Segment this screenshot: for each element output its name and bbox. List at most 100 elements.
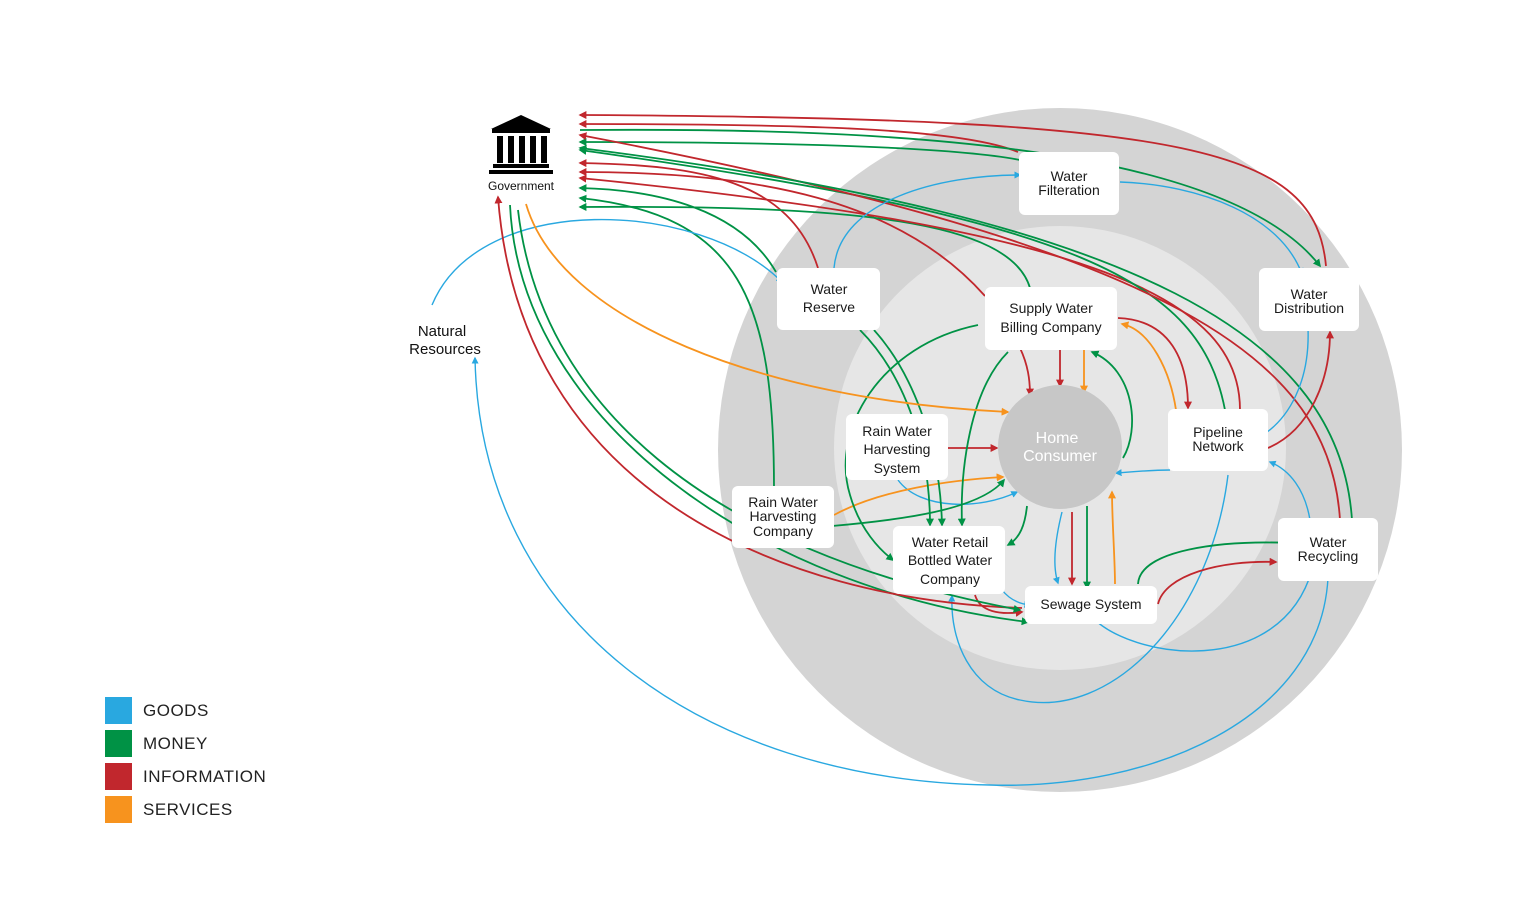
- home-consumer-label-line1: Home: [1036, 430, 1079, 447]
- node-box: [1019, 152, 1119, 215]
- node-label-line: Rain Water: [748, 494, 818, 510]
- flow-goods-recycling-to-pipeline: [1268, 460, 1311, 521]
- node-water-reserve[interactable]: Water Reserve: [777, 268, 880, 330]
- flow-money-pipeline-to-government: [578, 146, 1226, 411]
- node-label-line: Company: [920, 571, 980, 587]
- flow-goods-pipeline-to-retail: [948, 474, 1229, 704]
- legend-label-money: MONEY: [143, 733, 208, 753]
- flow-money-consumer-to-retail-a: [957, 351, 1009, 527]
- node-label-line: Pipeline: [1193, 424, 1243, 440]
- flow-money-consumer-to-retail-b: [1006, 505, 1028, 546]
- flow-money-government-to-distribution: [579, 128, 1321, 268]
- node-water-filteration[interactable]: Water Filteration: [1019, 152, 1119, 215]
- node-label-line: Water: [1051, 168, 1088, 184]
- flow-goods-pipeline-to-consumer: [1114, 469, 1171, 477]
- legend-swatch-information: [105, 763, 132, 790]
- flow-services-government-to-consumer: [525, 203, 1010, 416]
- flow-money-billing-to-government: [578, 202, 1031, 289]
- flow-info-pipeline-to-distribution: [1267, 330, 1334, 449]
- flow-money-reserve-to-government: [578, 184, 777, 273]
- node-supply-water-billing[interactable]: Supply Water Billing Company: [985, 287, 1117, 350]
- node-label-line: Harvesting: [864, 441, 931, 457]
- node-label-line: System: [874, 460, 921, 476]
- node-label-line: Filteration: [1038, 182, 1099, 198]
- flow-money-government-to-sewage: [509, 204, 1030, 626]
- legend-label-information: INFORMATION: [143, 766, 267, 786]
- flow-info-sewage-to-recycling: [1157, 557, 1278, 605]
- node-box: [985, 287, 1117, 350]
- node-rwh-company[interactable]: Rain Water Harvesting Company: [732, 486, 834, 548]
- node-label-line: Sewage System: [1040, 596, 1141, 612]
- node-box: [1025, 586, 1157, 624]
- flow-money-sewage-to-recycling: [1137, 538, 1294, 585]
- node-label-line: Billing Company: [1000, 319, 1101, 335]
- flow-money-rwhcompany-to-consumer: [831, 478, 1006, 527]
- flow-goods-reserve-to-filteration: [833, 171, 1022, 269]
- legend-label-services: SERVICES: [143, 799, 233, 819]
- flow-money-consumer-to-billing: [1090, 350, 1133, 459]
- node-label-line: Water: [1291, 286, 1328, 302]
- node-group: Water Filteration Water Distribution Wat…: [732, 152, 1378, 624]
- flow-info-sewage-to-government: [494, 195, 1023, 609]
- node-water-recycling[interactable]: Water Recycling: [1278, 518, 1378, 581]
- node-label-line: Recycling: [1298, 548, 1359, 564]
- flow-goods-sewage-to-recycling: [1089, 568, 1314, 652]
- flow-arrows: [431, 111, 1353, 786]
- node-box: [1278, 518, 1378, 581]
- flow-money-reserve-to-sewage-b: [873, 329, 946, 527]
- flow-money-reserve-to-sewage-a: [859, 329, 934, 527]
- node-rwh-system[interactable]: Rain Water Harvesting System: [846, 414, 948, 480]
- flow-money-billing-to-retail: [844, 324, 979, 561]
- flow-info-billing-to-pipeline: [1117, 317, 1192, 410]
- node-water-retail[interactable]: Water Retail Bottled Water Company: [893, 526, 1005, 594]
- legend-swatch-goods: [105, 697, 132, 724]
- node-label-line: Network: [1192, 438, 1244, 454]
- node-label-line: Bottled Water: [908, 552, 993, 568]
- node-water-distribution[interactable]: Water Distribution: [1259, 268, 1359, 331]
- home-consumer-circle: [998, 385, 1122, 509]
- legend-item-services: SERVICES: [105, 796, 266, 823]
- node-pipeline-network[interactable]: Pipeline Network: [1168, 409, 1268, 471]
- flow-info-billing-to-government: [578, 168, 986, 297]
- node-label-line: Water: [811, 281, 848, 297]
- legend-item-money: MONEY: [105, 730, 266, 757]
- legend-label-goods: GOODS: [143, 700, 209, 720]
- flow-money-recycling-to-government: [578, 144, 1353, 521]
- node-label-line: Water Retail: [912, 534, 989, 550]
- flow-goods-distribution-to-pipeline: [1256, 327, 1309, 439]
- node-sewage-system[interactable]: Sewage System: [1025, 586, 1157, 624]
- natural-resources-node[interactable]: Natural Resources: [409, 323, 481, 358]
- flow-money-rwhcompany-to-government: [578, 194, 775, 489]
- home-consumer[interactable]: Home Consumer: [998, 385, 1122, 509]
- node-label-line: Distribution: [1274, 300, 1344, 316]
- node-box: [1259, 268, 1359, 331]
- flow-goods-consumer-to-sewage: [1052, 511, 1063, 585]
- legend-item-information: INFORMATION: [105, 763, 266, 790]
- node-label-line: Supply Water: [1009, 300, 1093, 316]
- node-box: [846, 414, 948, 480]
- government-building-icon: [489, 115, 553, 174]
- flow-info-filteration-to-government: [578, 120, 1019, 153]
- flow-goods-recycling-to-natural: [471, 356, 1329, 786]
- node-label-line: Water: [1310, 534, 1347, 550]
- node-box: [893, 526, 1005, 594]
- node-label-line: Reserve: [803, 299, 855, 315]
- flow-goods-filteration-to-distribution: [1119, 181, 1304, 276]
- flow-info-reserve-to-government: [578, 159, 819, 269]
- home-consumer-label-line2: Consumer: [1023, 448, 1097, 465]
- legend-swatch-services: [105, 796, 132, 823]
- flow-info-distribution-to-government: [578, 111, 1327, 267]
- node-label-line: Company: [753, 523, 813, 539]
- flow-info-pipeline-to-government: [578, 174, 1241, 411]
- natural-resources-label-line2: Resources: [409, 341, 481, 358]
- flow-services-rwhcompany-to-consumer: [833, 473, 1005, 516]
- flow-money-government-to-retail: [517, 209, 1022, 613]
- node-box: [777, 268, 880, 330]
- government-node[interactable]: Government: [488, 115, 555, 193]
- natural-resources-label-line1: Natural: [418, 323, 466, 340]
- flow-money-filteration-to-government: [578, 138, 1021, 161]
- flow-services-pipeline-to-billing: [1120, 321, 1177, 411]
- flow-services-sewage-to-consumer: [1108, 490, 1117, 585]
